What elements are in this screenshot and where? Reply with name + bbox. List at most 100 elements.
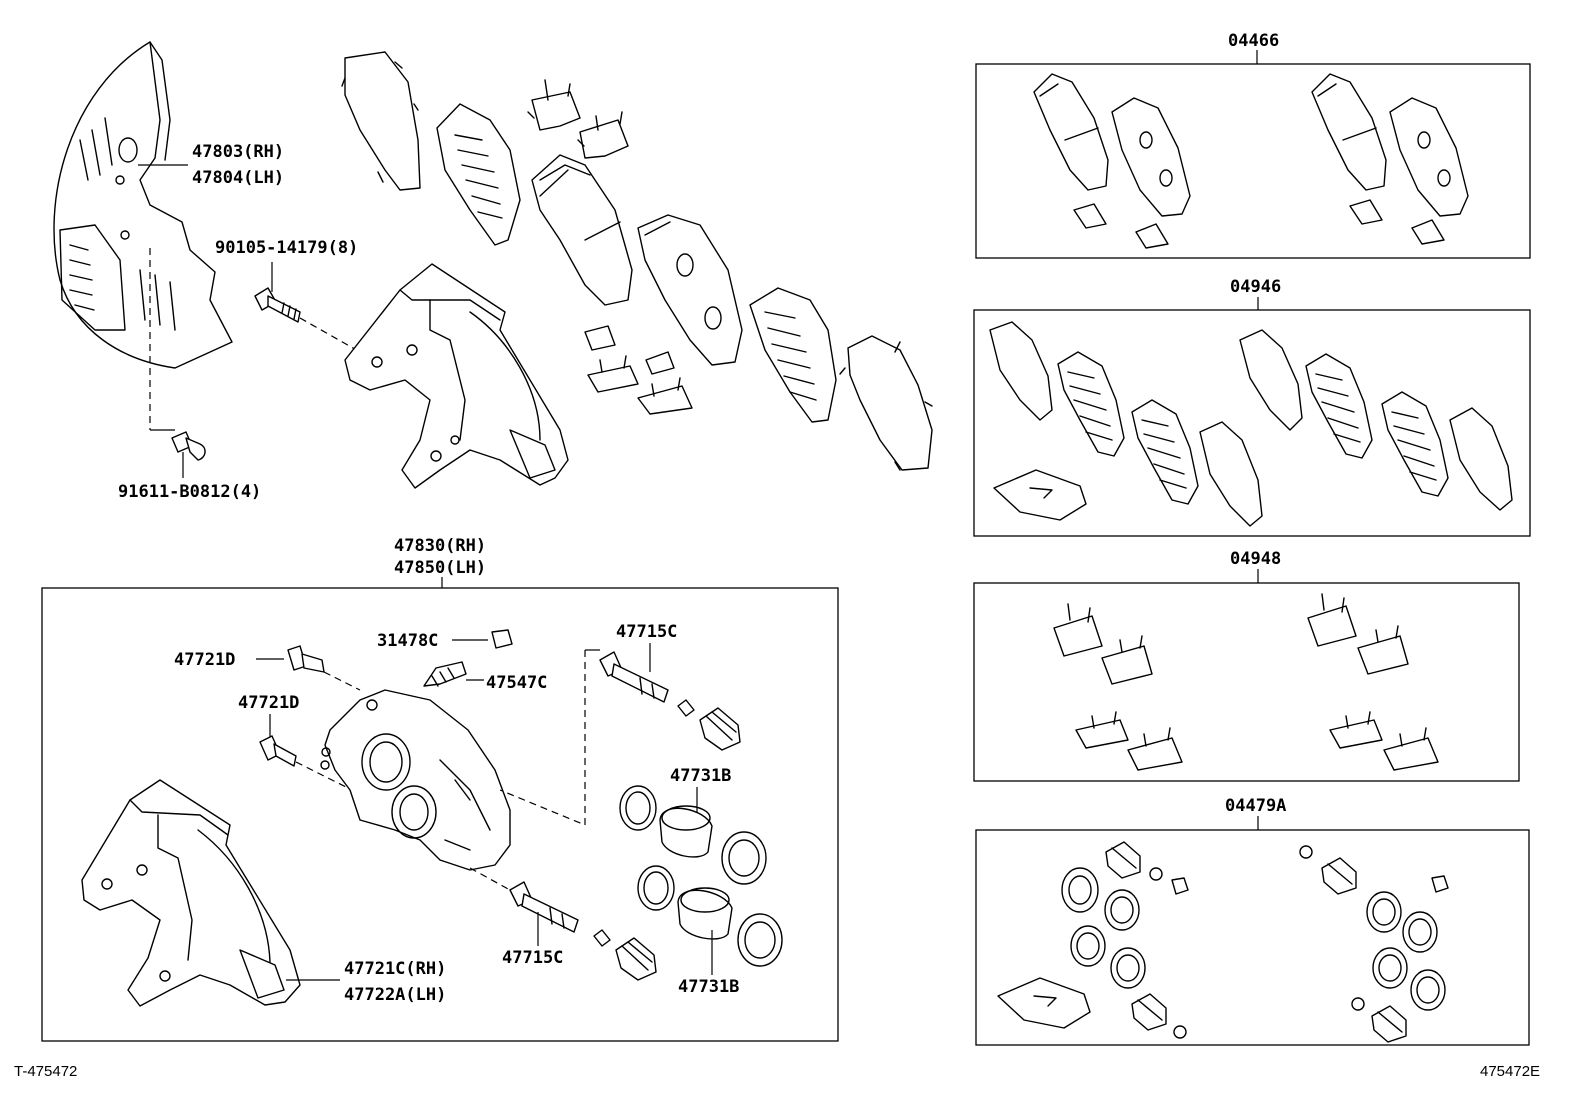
- leader-pin-dash: [499, 650, 586, 826]
- kit-04479a-seal-6[interactable]: [1402, 911, 1438, 953]
- label-pin-47715c-bottom: 47715C: [502, 948, 563, 968]
- kit-04479a-seal-4[interactable]: [1110, 947, 1146, 989]
- kit-04948-clip-5[interactable]: [1075, 711, 1129, 749]
- pin-bushing-top[interactable]: [677, 699, 695, 717]
- kit-04479a-seal-3[interactable]: [1070, 925, 1106, 967]
- kit-04946-shim-6[interactable]: [1305, 353, 1373, 459]
- kit-04948-clip-6[interactable]: [1127, 727, 1183, 771]
- kit-04946-grease-packet[interactable]: [993, 469, 1087, 521]
- kit-04479a-seal-2[interactable]: [1104, 889, 1140, 931]
- kit-04479a-seal-7[interactable]: [1372, 947, 1408, 989]
- kit-04479a-seal-1[interactable]: [1061, 867, 1099, 913]
- leader-bolt-90105-dash: [299, 317, 361, 353]
- pad-clip-4[interactable]: [637, 377, 693, 415]
- kit-04466-pad-4[interactable]: [1389, 97, 1469, 217]
- brake-pad-inner[interactable]: [531, 154, 633, 306]
- piston-2[interactable]: [677, 887, 733, 940]
- bolt-90105[interactable]: [254, 287, 301, 323]
- label-piston-47731b-bottom: 47731B: [678, 977, 739, 997]
- piston-boot-2[interactable]: [737, 913, 783, 967]
- kit-04479a-bushing-3[interactable]: [1299, 845, 1313, 859]
- kit-04479a-bushing-4[interactable]: [1351, 997, 1365, 1011]
- mounting-bracket-lower[interactable]: [81, 779, 301, 1007]
- kit-04466-clip-2[interactable]: [1135, 223, 1169, 249]
- footer-left-code: T-475472: [14, 1063, 77, 1080]
- label-caliper-assy-lh: 47850(LH): [394, 558, 486, 578]
- slide-pin-bottom[interactable]: [509, 881, 579, 933]
- kit-04479a-bushing-2[interactable]: [1173, 1025, 1187, 1039]
- kit-04479a-cap-2[interactable]: [1431, 875, 1449, 893]
- kit-04466-pad-1[interactable]: [1033, 73, 1109, 191]
- kit-04479a-seal-8[interactable]: [1410, 969, 1446, 1011]
- anti-squeal-shim-4[interactable]: [839, 335, 933, 471]
- kit-04946-shim-7[interactable]: [1381, 391, 1449, 497]
- leader-pin-bottom-dash: [469, 867, 511, 891]
- kit-04466-clip-1[interactable]: [1073, 203, 1107, 229]
- anti-squeal-shim-3[interactable]: [749, 287, 837, 423]
- kit-04948-clip-3[interactable]: [1307, 593, 1357, 647]
- kit-04479a-boot-4[interactable]: [1371, 1005, 1407, 1043]
- caliper-assembly-box: [41, 587, 839, 1042]
- wear-indicator-clip-1[interactable]: [584, 325, 616, 351]
- kit-04946-shim-1[interactable]: [989, 321, 1053, 421]
- piston-seal-1[interactable]: [619, 785, 657, 831]
- kit-04948-clip-1[interactable]: [1053, 603, 1103, 657]
- footer-right-code: 475472E: [1480, 1063, 1540, 1080]
- label-bolt-47721d-b: 47721D: [238, 693, 299, 713]
- label-kit-04479a: 04479A: [1225, 796, 1286, 816]
- label-bolt-47721d-a: 47721D: [174, 650, 235, 670]
- kit-04479a-cap-1[interactable]: [1171, 877, 1189, 895]
- kit-04466-pad-3[interactable]: [1311, 73, 1387, 191]
- slide-pin-top[interactable]: [599, 651, 669, 703]
- kit-04946-shim-4[interactable]: [1199, 421, 1263, 527]
- piston-boot-1[interactable]: [721, 831, 767, 885]
- label-mounting-lh: 47722A(LH): [344, 985, 446, 1005]
- pin-bushing-bottom[interactable]: [593, 929, 611, 947]
- kit-04946-shim-2[interactable]: [1057, 351, 1125, 457]
- wear-indicator-clip-2[interactable]: [645, 351, 675, 375]
- kit-04479a-seal-5[interactable]: [1366, 891, 1402, 933]
- label-bolt-90105: 90105-14179(8): [215, 238, 358, 258]
- pin-boot-top[interactable]: [699, 707, 741, 751]
- kit-04948-clip-7[interactable]: [1329, 711, 1383, 749]
- bleeder-plug[interactable]: [423, 661, 467, 687]
- anti-squeal-shim-1[interactable]: [341, 51, 421, 191]
- kit-04479a-boot-1[interactable]: [1105, 841, 1141, 879]
- brake-pad-outer[interactable]: [637, 214, 743, 366]
- kit-04948-clip-8[interactable]: [1383, 727, 1439, 771]
- kit-04479a-box: [975, 829, 1530, 1046]
- kit-04466-pad-2[interactable]: [1111, 97, 1191, 217]
- label-dust-cover-rh: 47803(RH): [192, 142, 284, 162]
- caliper-bolt-47721d-b[interactable]: [259, 735, 297, 767]
- kit-04948-clip-2[interactable]: [1101, 635, 1153, 685]
- kit-04948-clip-4[interactable]: [1357, 625, 1409, 675]
- kit-04479a-grease-packet[interactable]: [997, 977, 1091, 1029]
- label-cap-31478c: 31478C: [377, 631, 438, 651]
- mounting-bracket-top[interactable]: [344, 263, 569, 489]
- kit-04948-box: [973, 582, 1520, 782]
- disc-brake-dust-cover[interactable]: [53, 41, 233, 369]
- kit-04479a-boot-3[interactable]: [1321, 857, 1357, 895]
- piston-seal-2[interactable]: [637, 865, 675, 911]
- kit-04479a-boot-2[interactable]: [1131, 993, 1167, 1031]
- bolt-91611[interactable]: [171, 431, 206, 461]
- kit-04479a-bushing-1[interactable]: [1149, 867, 1163, 881]
- kit-04466-clip-3[interactable]: [1349, 199, 1383, 225]
- caliper-body[interactable]: [320, 689, 511, 871]
- anti-squeal-shim-2[interactable]: [436, 103, 521, 246]
- pad-clip-3[interactable]: [587, 355, 639, 393]
- kit-04946-shim-8[interactable]: [1449, 407, 1513, 511]
- caliper-bolt-47721d-a[interactable]: [287, 645, 325, 673]
- kit-04946-box: [973, 309, 1531, 537]
- pin-boot-bottom[interactable]: [615, 937, 657, 981]
- piston-1[interactable]: [659, 805, 713, 858]
- bleeder-cap[interactable]: [491, 629, 513, 649]
- label-mounting-rh: 47721C(RH): [344, 959, 446, 979]
- kit-04946-shim-5[interactable]: [1239, 329, 1303, 431]
- kit-04946-shim-3[interactable]: [1131, 399, 1199, 505]
- pad-clip-2[interactable]: [577, 111, 629, 159]
- kit-04466-clip-4[interactable]: [1411, 219, 1445, 245]
- label-bolt-91611: 91611-B0812(4): [118, 482, 261, 502]
- pad-clip-1[interactable]: [527, 79, 581, 131]
